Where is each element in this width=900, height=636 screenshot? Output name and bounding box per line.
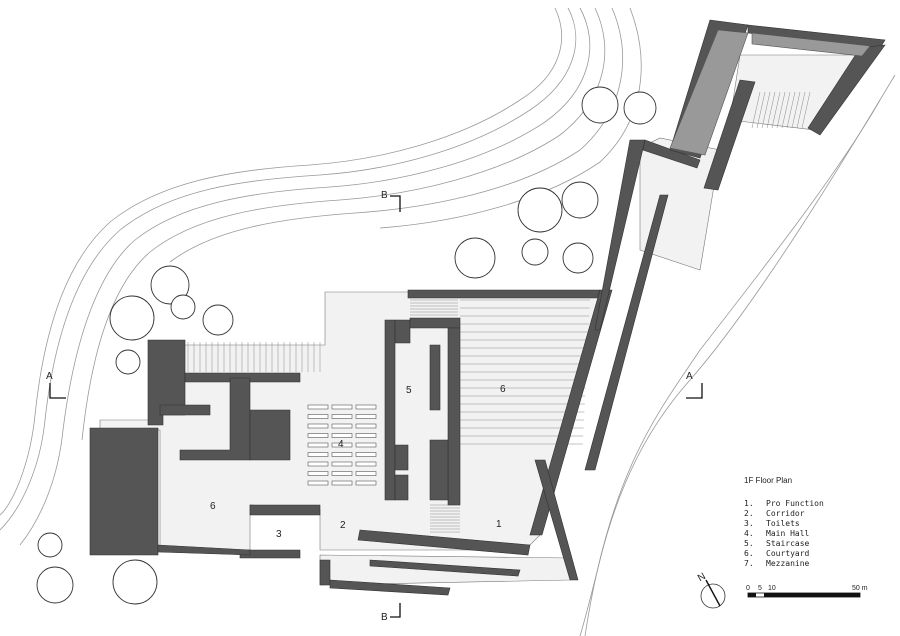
- scale-bar: [747, 592, 861, 598]
- seat-row: [355, 442, 377, 448]
- seat-row: [331, 442, 353, 448]
- floor-slabs: [99, 54, 861, 586]
- seat-row: [355, 452, 377, 457]
- seat-row: [331, 423, 353, 429]
- scale-tick-0: 0: [746, 585, 750, 592]
- section-label-a-left: A: [46, 371, 53, 382]
- room-label-5: 5: [406, 385, 412, 396]
- seat-row: [331, 414, 353, 419]
- stair-tread: [801, 91, 811, 129]
- north-arrow-icon: [700, 579, 726, 609]
- legend-item: 5.Staircase: [744, 539, 810, 548]
- section-label-b-top: B: [381, 190, 388, 201]
- seat-row: [331, 433, 353, 438]
- section-marker-b-bottom: [390, 603, 401, 618]
- legend-item: 4.Main Hall: [744, 529, 810, 538]
- room-label-6-courtyard-east: 6: [500, 384, 506, 395]
- mezzanine-fill: [669, 29, 871, 156]
- seat-row: [355, 471, 377, 476]
- seat-row: [307, 414, 329, 419]
- stair-tread: [791, 91, 801, 129]
- scale-tick-5: 5: [758, 585, 762, 592]
- seat-row: [307, 461, 329, 467]
- stair-tread: [781, 91, 791, 129]
- legend-item: 3.Toilets: [744, 519, 800, 528]
- room-label-4: 4: [338, 439, 344, 450]
- stair-tread: [761, 91, 771, 129]
- seat-row: [331, 461, 353, 467]
- seat-row: [307, 404, 329, 410]
- seat-row: [355, 404, 377, 410]
- seat-row: [355, 423, 377, 429]
- stair-tread: [771, 91, 781, 129]
- seat-row: [307, 480, 329, 486]
- legend-item: 2.Corridor: [744, 509, 805, 518]
- section-label-b-bottom: B: [381, 612, 388, 623]
- scale-tick-10: 10: [768, 585, 776, 592]
- section-marker-b-top: [390, 195, 401, 212]
- seat-row: [355, 461, 377, 467]
- stair-tread: [751, 91, 761, 129]
- walls: [89, 19, 886, 596]
- seat-row: [307, 442, 329, 448]
- seat-row: [331, 480, 353, 486]
- legend-item: 7.Mezzanine: [744, 559, 810, 568]
- stair-tread: [796, 91, 806, 129]
- seat-row: [355, 414, 377, 419]
- seat-row: [355, 433, 377, 438]
- seat-row: [307, 433, 329, 438]
- room-label-2: 2: [340, 520, 346, 531]
- stair-tread: [776, 91, 786, 129]
- seat-row: [307, 423, 329, 429]
- trees: [36, 86, 657, 605]
- seat-row: [331, 471, 353, 476]
- section-marker-a-left: [49, 383, 66, 399]
- stair-tread: [786, 91, 796, 129]
- seat-row: [331, 452, 353, 457]
- room-label-6-courtyard-west: 6: [210, 501, 216, 512]
- main-hall-seating: [307, 404, 377, 486]
- room-label-3: 3: [276, 529, 282, 540]
- legend-item: 6.Courtyard: [744, 549, 810, 558]
- room-label-1: 1: [496, 519, 502, 530]
- section-label-a-right: A: [686, 371, 693, 382]
- seat-row: [307, 471, 329, 476]
- stair-tread: [756, 91, 766, 129]
- stair-hatching: [187, 91, 811, 533]
- section-markers: [49, 195, 703, 618]
- seat-row: [307, 452, 329, 457]
- scale-end: 50 m: [852, 585, 868, 592]
- seat-row: [355, 480, 377, 486]
- north-label: N: [696, 571, 708, 584]
- section-marker-a-right: [686, 383, 703, 399]
- legend: 1F Floor Plan 1.Pro Function 2.Corridor …: [744, 476, 824, 569]
- stair-tread: [766, 91, 776, 129]
- legend-item: 1.Pro Function: [744, 499, 824, 508]
- room-labels: 1 2 3 4 5 6 6: [210, 384, 506, 540]
- seat-row: [331, 404, 353, 410]
- legend-title: 1F Floor Plan: [744, 476, 793, 485]
